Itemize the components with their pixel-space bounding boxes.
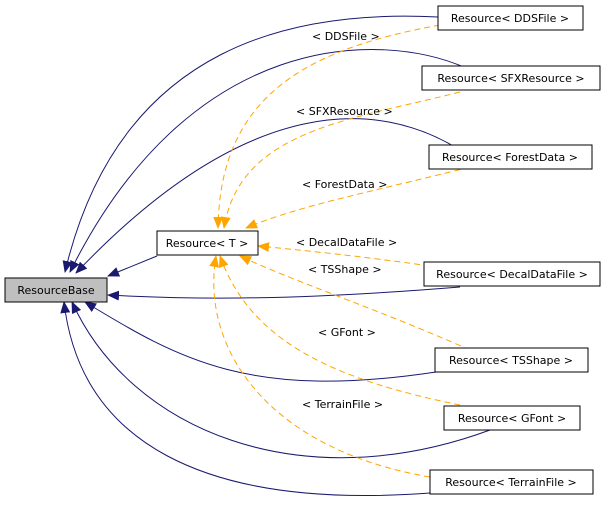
edge-label-g-font: < GFont > [318, 326, 376, 339]
edge-label-decal-data-file: < DecalDataFile > [296, 236, 397, 249]
node-g-font[interactable]: Resource< GFont > [443, 405, 581, 431]
node-decal-data-file-label: Resource< DecalDataFile > [436, 268, 588, 281]
node-forest-data[interactable]: Resource< ForestData > [428, 144, 593, 170]
edge-label-terrain-file: < TerrainFile > [302, 398, 383, 411]
edge-g-font-to-resource-t [218, 255, 471, 408]
node-resource-base-label: ResourceBase [17, 284, 94, 297]
edge-label-ts-shape: < TSShape > [308, 263, 382, 276]
edge-resource-t-to-resource-base [107, 255, 158, 277]
edge-ts-shape-to-resource-base [84, 301, 437, 382]
node-terrain-file-label: Resource< TerrainFile > [445, 476, 577, 489]
node-resource-t-label: Resource< T > [166, 237, 249, 250]
edge-terrain-file-to-resource-base [60, 301, 431, 496]
node-resource-t[interactable]: Resource< T > [156, 230, 259, 256]
edge-ts-shape-to-resource-t [239, 255, 471, 351]
edge-g-font-to-resource-base [71, 301, 491, 459]
edge-dds-file-to-resource-t [213, 24, 441, 229]
edge-sfx-resource-to-resource-base [69, 49, 467, 273]
edge-forest-data-to-resource-base [75, 118, 461, 274]
edge-forest-data-to-resource-t [245, 166, 471, 229]
edge-label-sfx-resource: < SFXResource > [296, 105, 393, 118]
edge-sfx-resource-to-resource-t [220, 91, 461, 229]
node-sfx-resource[interactable]: Resource< SFXResource > [421, 65, 601, 91]
node-forest-data-label: Resource< ForestData > [442, 151, 578, 164]
node-resource-base[interactable]: ResourceBase [4, 277, 108, 303]
node-terrain-file[interactable]: Resource< TerrainFile > [429, 469, 594, 495]
node-dds-file-label: Resource< DDSFile > [451, 12, 569, 25]
node-ts-shape-label: Resource< TSShape > [449, 354, 573, 367]
node-ts-shape[interactable]: Resource< TSShape > [434, 347, 589, 373]
edge-terrain-file-to-resource-t [209, 255, 431, 478]
node-g-font-label: Resource< GFont > [458, 412, 566, 425]
edge-dds-file-to-resource-base [62, 15, 439, 273]
edge-decal-data-file-to-resource-base [107, 286, 461, 301]
edge-label-forest-data: < ForestData > [302, 178, 387, 191]
node-dds-file[interactable]: Resource< DDSFile > [437, 5, 584, 31]
edge-label-dds-file: < DDSFile > [312, 30, 380, 43]
edge-decal-data-file-to-resource-t [257, 242, 431, 267]
node-decal-data-file[interactable]: Resource< DecalDataFile > [423, 261, 601, 287]
node-sfx-resource-label: Resource< SFXResource > [437, 72, 584, 85]
